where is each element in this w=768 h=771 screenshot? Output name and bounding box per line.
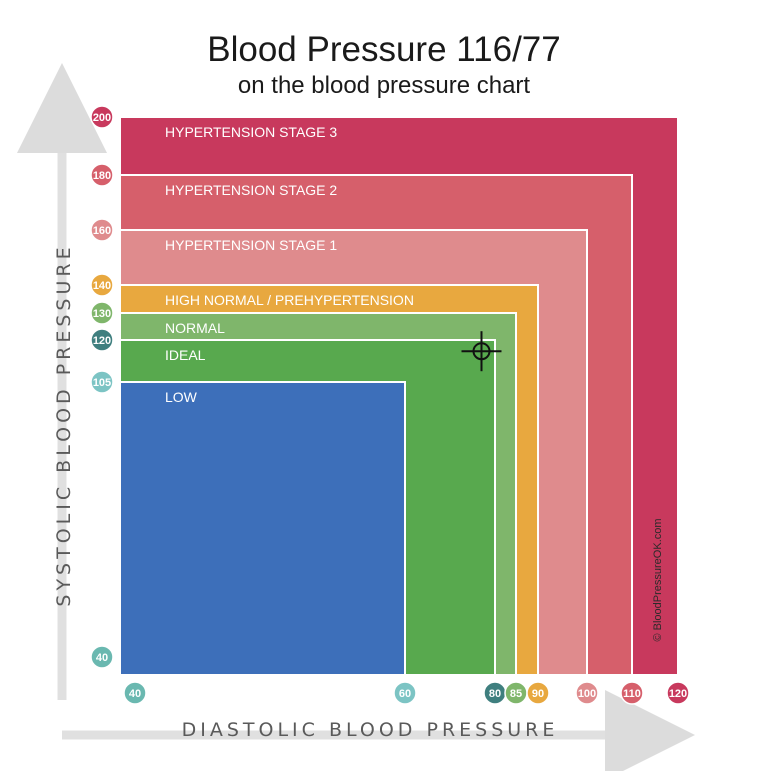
x-tick-label: 100 xyxy=(578,688,596,700)
y-tick-label: 200 xyxy=(93,112,111,124)
y-tick-badge xyxy=(90,328,114,352)
zone-label-4: NORMAL xyxy=(165,320,225,336)
x-tick-label: 60 xyxy=(399,688,411,700)
x-tick-label: 40 xyxy=(129,688,141,700)
zone-label-5: IDEAL xyxy=(165,347,206,363)
y-tick-label: 160 xyxy=(93,225,111,237)
y-tick-label: 120 xyxy=(93,335,111,347)
y-tick-badge xyxy=(90,218,114,242)
x-tick-label: 90 xyxy=(532,688,544,700)
chart-subtitle: on the blood pressure chart xyxy=(237,72,531,99)
y-tick-badge xyxy=(90,301,114,325)
zone-6 xyxy=(119,381,406,676)
y-tick-badge xyxy=(90,370,114,394)
x-tick-label: 85 xyxy=(510,688,522,700)
x-tick-label: 110 xyxy=(623,688,641,700)
x-tick-badge xyxy=(620,681,644,705)
y-tick-label: 130 xyxy=(93,308,111,320)
zone-label-0: HYPERTENSION STAGE 3 xyxy=(165,124,337,140)
x-tick-label: 120 xyxy=(669,688,687,700)
y-tick-badge xyxy=(90,273,114,297)
chart-title: Blood Pressure 116/77 xyxy=(207,30,561,69)
zone-label-6: LOW xyxy=(165,389,198,405)
x-tick-label: 80 xyxy=(489,688,501,700)
x-axis-title: DIASTOLIC BLOOD PRESSURE xyxy=(182,719,559,741)
y-tick-badge xyxy=(90,105,114,129)
y-tick-label: 140 xyxy=(93,280,111,292)
x-tick-badge xyxy=(123,681,147,705)
zone-label-3: HIGH NORMAL / PREHYPERTENSION xyxy=(165,292,414,308)
x-tick-badge xyxy=(666,681,690,705)
zone-label-2: HYPERTENSION STAGE 1 xyxy=(165,237,337,253)
y-tick-badge xyxy=(90,163,114,187)
x-tick-badge xyxy=(575,681,599,705)
y-tick-label: 105 xyxy=(93,377,111,389)
reading-marker xyxy=(461,331,502,372)
y-tick-label: 40 xyxy=(96,652,108,664)
y-tick-badge xyxy=(90,645,114,669)
x-tick-badge xyxy=(393,681,417,705)
zone-label-1: HYPERTENSION STAGE 2 xyxy=(165,182,337,198)
x-tick-badge xyxy=(526,681,550,705)
y-axis-title: SYSTOLIC BLOOD PRESSURE xyxy=(53,243,75,606)
axis-arrows xyxy=(17,63,695,771)
credit-text: © BloodPressureOK.com xyxy=(652,518,664,641)
y-tick-label: 180 xyxy=(93,170,111,182)
